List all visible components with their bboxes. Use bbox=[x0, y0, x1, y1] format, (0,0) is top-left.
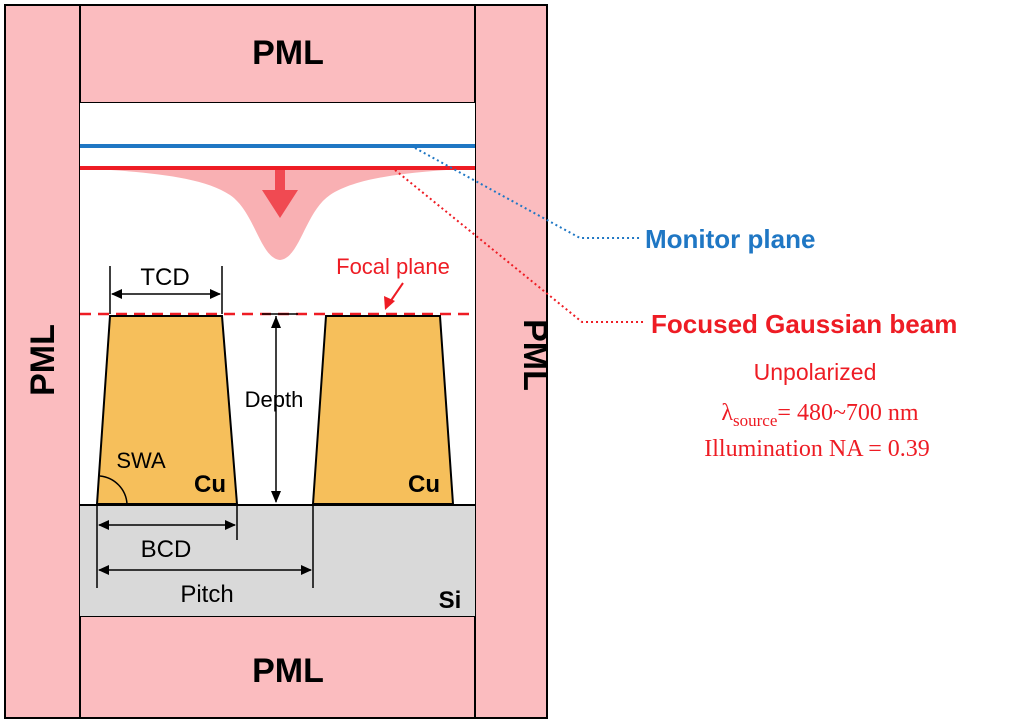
lambda-subscript: source bbox=[733, 411, 777, 430]
bcd-arrow-right bbox=[225, 520, 236, 530]
pitch-arrow-right bbox=[301, 565, 312, 575]
cu-label-left: Cu bbox=[194, 471, 226, 498]
pml-top-label: PML bbox=[252, 34, 324, 72]
tcd-label: TCD bbox=[140, 264, 189, 291]
tcd-arrow-left bbox=[111, 289, 122, 299]
focal-plane-arrow-head bbox=[384, 296, 395, 310]
illumination-na-label: Illumination NA = 0.39 bbox=[704, 436, 930, 462]
si-label: Si bbox=[439, 587, 462, 614]
tcd-arrow-right bbox=[210, 289, 221, 299]
cu-line-left bbox=[95, 315, 239, 505]
pml-bottom-region bbox=[79, 615, 476, 719]
focal-plane-arrow-shaft bbox=[389, 282, 404, 303]
depth-arrow-bottom bbox=[271, 491, 281, 503]
pitch-label: Pitch bbox=[180, 581, 233, 608]
pml-top-region bbox=[79, 4, 476, 104]
wavelength-label: λsource= 480~700 nm bbox=[721, 400, 919, 430]
monitor-plane-label: Monitor plane bbox=[645, 224, 815, 254]
pml-right-label: PML bbox=[516, 319, 554, 391]
pitch-arrow-left bbox=[98, 565, 109, 575]
lambda-value: = 480~700 nm bbox=[777, 400, 919, 426]
focal-plane-label: Focal plane bbox=[336, 254, 450, 279]
pml-bottom-label: PML bbox=[252, 652, 324, 690]
beam-arrow bbox=[262, 168, 298, 218]
si-substrate bbox=[80, 505, 475, 616]
cu-line-right bbox=[311, 315, 455, 505]
swa-arc bbox=[99, 475, 128, 505]
bcd-arrow-left bbox=[98, 520, 109, 530]
pml-left-region bbox=[4, 4, 81, 719]
unpolarized-label: Unpolarized bbox=[754, 359, 877, 385]
pml-right-region bbox=[474, 4, 548, 719]
depth-arrow-top bbox=[271, 316, 281, 328]
cu-label-right: Cu bbox=[408, 471, 440, 498]
gaussian-beam-leader bbox=[394, 169, 645, 323]
pml-left-label: PML bbox=[24, 324, 62, 396]
lambda-symbol: λ bbox=[721, 400, 733, 426]
gaussian-beam-label: Focused Gaussian beam bbox=[651, 309, 957, 339]
bcd-label: BCD bbox=[141, 536, 192, 563]
depth-label: Depth bbox=[245, 387, 304, 412]
swa-label: SWA bbox=[116, 448, 166, 473]
